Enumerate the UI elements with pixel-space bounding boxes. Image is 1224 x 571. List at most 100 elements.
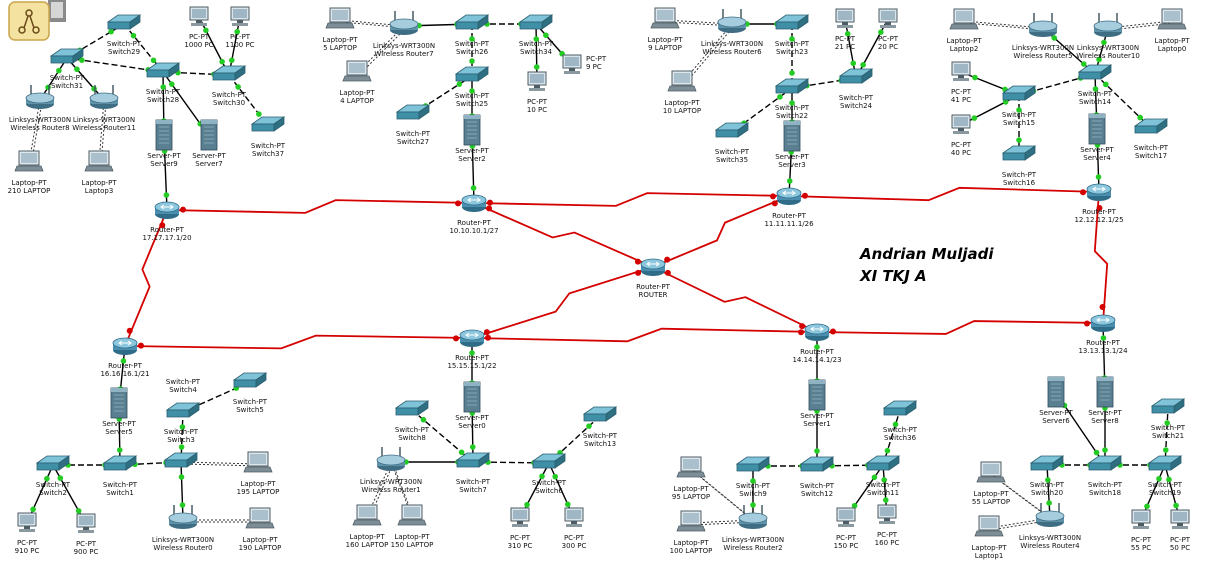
laptop-lap4[interactable]: Laptop-PT4 LAPTOP	[339, 60, 375, 105]
serial-link-r17-r10[interactable]	[166, 199, 475, 214]
cross-link-s19-s21[interactable]	[1162, 407, 1171, 466]
cross-link-s8-s7[interactable]	[411, 409, 474, 463]
serial-link-r10-r11[interactable]	[473, 192, 790, 207]
cross-link-s30-s37[interactable]	[228, 74, 269, 127]
copper-link-s30-pc1100[interactable]	[228, 16, 241, 76]
serial-link-r12-r13[interactable]	[1093, 191, 1109, 324]
serial-link-r11-r12[interactable]	[788, 186, 1100, 202]
wireless-link-lap95-wr2[interactable]	[690, 468, 756, 523]
copper-link-s24-pc20[interactable]	[855, 18, 889, 79]
copper-link-s9-wr2[interactable]	[750, 466, 756, 520]
laptop-lap9[interactable]: Laptop-PT9 LAPTOP	[647, 7, 683, 52]
cross-link-s15-s16[interactable]	[1016, 95, 1022, 155]
cross-link-s23-s22[interactable]	[789, 24, 795, 88]
packet-tracer-logo-icon[interactable]	[8, 0, 66, 42]
wireless-link-lap9-wr6[interactable]	[664, 19, 735, 27]
cross-link-s29-s28[interactable]	[123, 23, 164, 73]
copper-link-s3-wr0[interactable]	[178, 461, 186, 521]
serial-link-r15-r14[interactable]	[471, 327, 818, 343]
serial-link-rc-r15[interactable]	[471, 266, 654, 339]
copper-link-s30-pc1000[interactable]	[198, 16, 230, 76]
copper-link-s24-pc21[interactable]	[844, 18, 857, 79]
copper-link-s20-wr4[interactable]	[1045, 464, 1052, 519]
pc-pc9[interactable]: PC-PT9 PC	[562, 54, 607, 74]
serial-link-r14-r13[interactable]	[816, 320, 1104, 335]
serial-link-rc-r11[interactable]	[652, 195, 790, 268]
laptop-lap5[interactable]: Laptop-PT5 LAPTOP	[322, 7, 358, 52]
serial-link-r10-rc[interactable]	[473, 202, 654, 268]
